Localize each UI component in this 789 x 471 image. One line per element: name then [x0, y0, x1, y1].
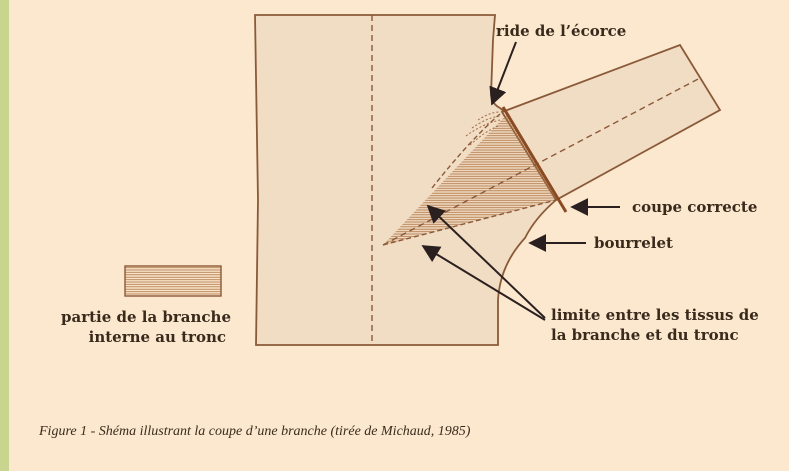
left-accent-bar	[0, 0, 9, 471]
label-correct-cut: coupe correcte	[632, 198, 757, 216]
label-tissue-limit-line1: limite entre les tissus de	[551, 306, 759, 324]
branch-lower-boundary	[382, 199, 557, 246]
legend-hatch-swatch	[124, 265, 222, 297]
figure-caption: Figure 1 - Shéma illustrant la coupe d’u…	[39, 424, 471, 439]
label-collar: bourrelet	[594, 234, 673, 252]
label-bark-ridge: ride de l’écorce	[496, 22, 626, 40]
tissue-boundary-upper	[431, 113, 501, 189]
legend-label-line2: interne au tronc	[89, 328, 226, 346]
arrow-limit-1	[426, 204, 546, 319]
arrow-limit-2	[421, 245, 546, 321]
arrow-bark-ridge	[489, 41, 517, 106]
correct-cut-line	[501, 106, 568, 213]
bark-ridge-arcs	[465, 111, 501, 146]
legend-label-line1: partie de la branche	[61, 308, 231, 326]
label-tissue-limit-line2: la branche et du tronc	[551, 326, 739, 344]
internal-branch-hatch	[383, 113, 556, 245]
